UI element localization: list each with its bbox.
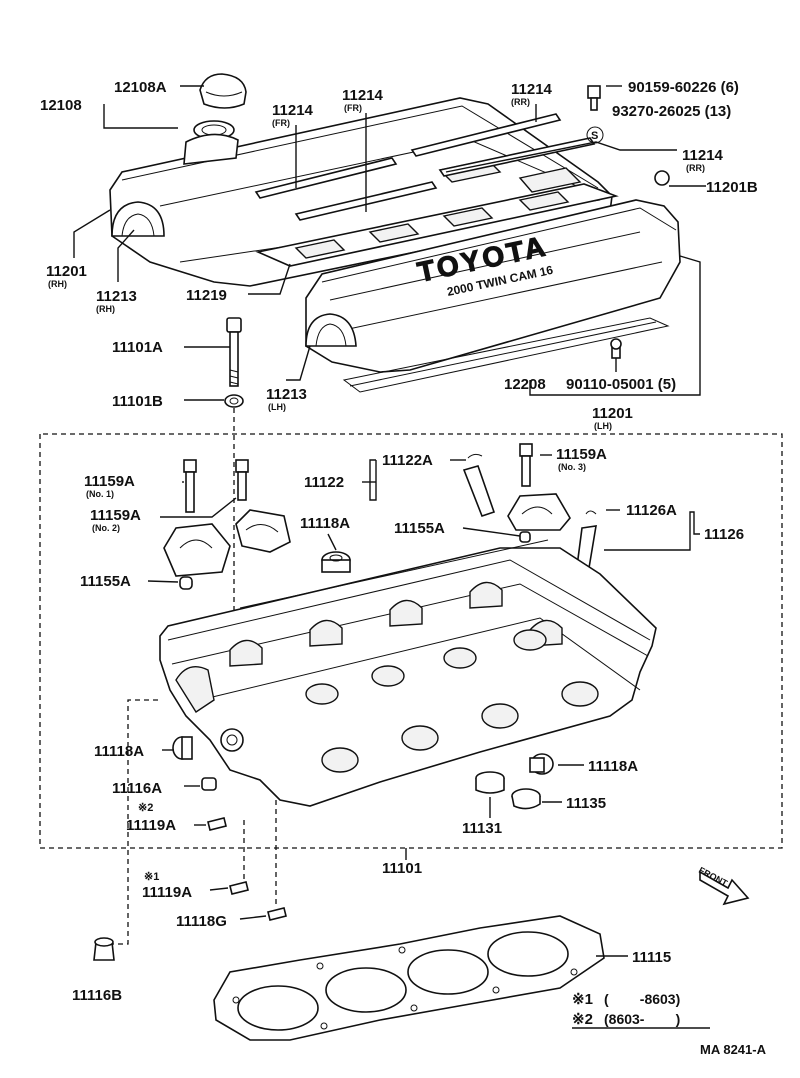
cover-bolts <box>587 85 670 359</box>
label-11213-lh: 11213 <box>266 386 307 403</box>
label-11115: 11115 <box>632 949 671 966</box>
label-11214-fr-b: 11214 <box>342 87 384 104</box>
label-11159A-no3: 11159A <box>556 446 607 463</box>
seal-washer-mark: S <box>591 130 598 142</box>
label-mark1-small: ※1 <box>144 871 159 883</box>
label-no1: (No. 1) <box>86 489 114 499</box>
front-arrow-icon: FRONT <box>697 865 750 906</box>
label-12108A: 12108A <box>114 79 167 96</box>
label-11214-fr-a: 11214 <box>272 102 314 119</box>
seal-washer-icon: S <box>586 126 604 144</box>
label-11214-rr-a: 11214 <box>511 81 553 98</box>
lower-dash-lines <box>112 699 277 945</box>
label-11119A-top: 11119A <box>126 817 176 834</box>
label-11101B: 11101B <box>112 393 163 410</box>
lower-leaders <box>147 454 700 957</box>
label-11201-rh: 11201 <box>46 263 87 280</box>
oil-seal-top <box>321 551 351 573</box>
label-rr-b: (RR) <box>686 163 705 173</box>
label-11213-rh: 11213 <box>96 288 137 305</box>
cylinder-head <box>159 539 657 807</box>
label-11159A-no2: 11159A <box>90 507 141 524</box>
label-12108: 12108 <box>40 97 82 114</box>
label-11101A: 11101A <box>112 339 163 356</box>
label-11101: 11101 <box>382 860 422 877</box>
label-93270: 93270-26025 (13) <box>612 103 731 120</box>
label-11116B: 11116B <box>72 987 122 1004</box>
label-11118G: 11118G <box>176 913 227 930</box>
label-12208: 12208 <box>504 376 546 393</box>
label-11116A: 11116A <box>112 780 162 797</box>
label-11126A: 11126A <box>626 502 677 519</box>
label-11219: 11219 <box>186 287 227 304</box>
diagram-code: MA 8241-A <box>700 1042 767 1057</box>
label-11118A-top: 11118A <box>300 515 350 532</box>
lower-left-plugs <box>93 736 287 961</box>
label-11135: 11135 <box>566 795 606 812</box>
oil-filler-cap <box>193 73 247 140</box>
upper-leaders <box>73 85 706 401</box>
camshaft-bearing-caps-left <box>163 459 291 590</box>
label-11122: 11122 <box>304 474 344 491</box>
label-rh-b: (RH) <box>96 304 115 314</box>
label-11159A-no1: 11159A <box>84 473 135 490</box>
label-11126: 11126 <box>704 526 744 543</box>
label-90110: 90110-05001 (5) <box>566 376 676 393</box>
label-lh-a: (LH) <box>268 402 286 412</box>
label-fr-b: (FR) <box>344 103 362 113</box>
note2-mark: ※2 <box>572 1011 593 1028</box>
label-rh-a: (RH) <box>48 279 67 289</box>
label-11201-lh: 11201 <box>592 405 633 422</box>
label-11201B: 11201B <box>706 179 758 196</box>
label-11118A-right: 11118A <box>588 758 638 775</box>
note2-value: (8603- ) <box>604 1011 680 1027</box>
head-gasket <box>213 915 605 1041</box>
label-11214-rr-b: 11214 <box>682 147 724 164</box>
label-no3: (No. 3) <box>558 462 586 472</box>
label-11155A-left: 11155A <box>80 573 131 590</box>
label-11119A-bot: 11119A <box>142 884 192 901</box>
note1-value: ( -8603) <box>604 991 680 1007</box>
label-90159: 90159-60226 (6) <box>628 79 739 96</box>
head-bolt <box>224 317 244 408</box>
applicability-notes: ※1 ( -8603) ※2 (8603- ) MA 8241-A <box>572 991 767 1057</box>
plug-hole-plate <box>255 183 619 267</box>
label-rr-a: (RR) <box>511 97 530 107</box>
lower-right-parts <box>475 753 554 810</box>
label-11155A-right: 11155A <box>394 520 445 537</box>
label-11122A: 11122A <box>382 452 433 469</box>
label-mark2-small: ※2 <box>138 802 153 814</box>
label-no2: (No. 2) <box>92 523 120 533</box>
label-11118A-left: 11118A <box>94 743 144 760</box>
part-labels: 12108A 12108 11214 (FR) 11214 (FR) 11214… <box>40 79 758 1004</box>
label-fr-a: (FR) <box>272 118 290 128</box>
note1-mark: ※1 <box>572 991 593 1008</box>
label-lh-b: (LH) <box>594 421 612 431</box>
label-11131: 11131 <box>462 820 502 837</box>
head-cover-lh: TOYOTA 2000 TWIN CAM 16 <box>305 199 681 393</box>
